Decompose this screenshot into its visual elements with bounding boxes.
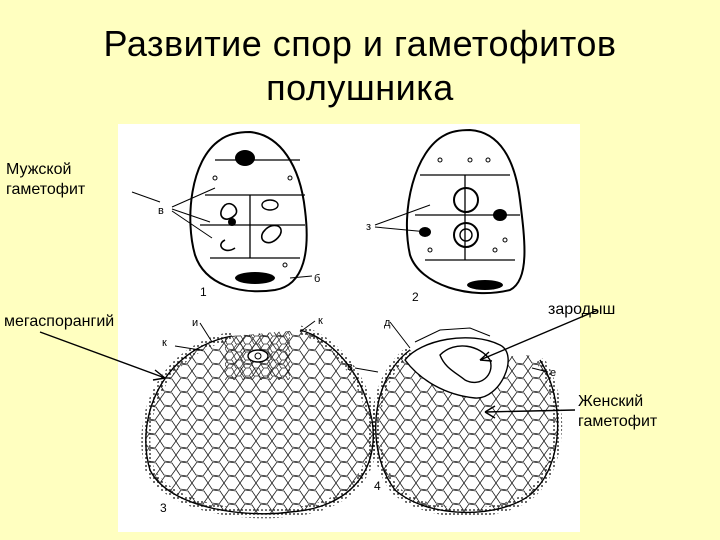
figure-4-female-gametophyte: [355, 310, 598, 530]
fig3-letter-k-left: к: [162, 337, 167, 349]
fig3-number: 3: [160, 501, 167, 515]
label-male-gametophyte-line2: гаметофит: [6, 180, 85, 200]
figure-2-male-gametophyte-later: [375, 130, 524, 293]
fig4-number: 4: [374, 479, 381, 493]
fig1-number: 1: [200, 285, 207, 299]
figure-1-male-gametophyte: [172, 132, 312, 291]
fig4-letter-d: д: [384, 317, 391, 329]
fig4-letter-e: е: [550, 367, 556, 379]
label-megasporangium: мегаспорангий: [4, 312, 114, 332]
label-female-gametophyte: Женский гаметофит: [578, 392, 657, 432]
fig2-number: 2: [412, 290, 419, 304]
label-embryo: зародыш: [548, 300, 615, 320]
label-female-gametophyte-line2: гаметофит: [578, 412, 657, 432]
fig2-letter-z: з: [366, 221, 371, 233]
label-female-gametophyte-line1: Женский: [578, 392, 657, 412]
label-male-gametophyte: Мужской гаметофит: [6, 160, 85, 200]
fig1-letter-v: в: [158, 205, 164, 217]
fig3-letter-i: и: [192, 317, 198, 329]
male-gametophyte-pointer: [132, 192, 160, 202]
label-male-gametophyte-line1: Мужской: [6, 160, 85, 180]
fig3-letter-k-top: к: [318, 315, 323, 327]
figure-3-megasporangium: [40, 320, 380, 520]
fig1-letter-b: б: [314, 273, 320, 285]
fig4-letter-v: в: [347, 361, 353, 373]
